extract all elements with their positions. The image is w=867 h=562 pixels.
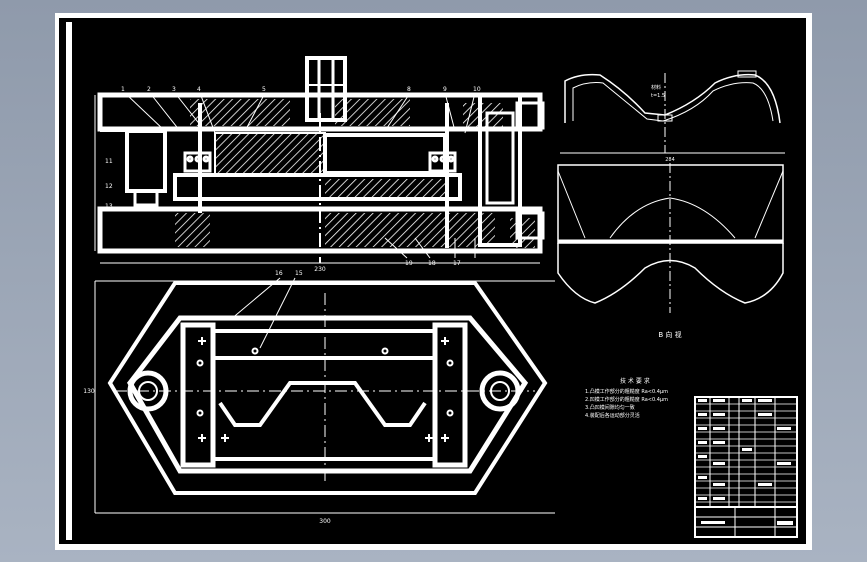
section-width-dimension: 230 — [314, 266, 326, 273]
tech-requirements: 技 术 要 求 1.凸模工作部分的粗糙度 Ra<0.4μm 2.凹模工作部分的粗… — [585, 377, 668, 419]
svg-text:1: 1 — [121, 86, 125, 93]
plan-view — [94, 277, 555, 514]
plan-height-dimension: 130 — [83, 388, 95, 395]
tech-title: 技 术 要 求 — [620, 377, 650, 385]
svg-text:材料: 材料 — [651, 84, 661, 91]
svg-text:10: 10 — [473, 86, 481, 93]
svg-text:12: 12 — [105, 183, 113, 190]
part-notes: 材料 t=1.5 — [651, 84, 665, 99]
b-view-label: B 向 视 — [658, 330, 681, 339]
svg-text:9: 9 — [443, 86, 447, 93]
section-view — [94, 56, 545, 264]
tech-line-4: 4.装配后各运动部分灵活 — [585, 412, 640, 419]
svg-text:11: 11 — [105, 158, 113, 165]
tech-line-3: 3.凸凹模间隙均匀一致 — [585, 404, 635, 411]
part-width-dimension: 284 — [665, 157, 675, 163]
svg-text:16: 16 — [275, 270, 283, 277]
svg-text:19: 19 — [405, 260, 413, 267]
svg-text:18: 18 — [428, 260, 436, 267]
svg-text:5: 5 — [262, 86, 266, 93]
svg-text:8: 8 — [407, 86, 411, 93]
svg-text:15: 15 — [295, 270, 303, 277]
binding-margin-bar — [66, 22, 72, 540]
part-sketch — [560, 70, 785, 154]
svg-text:3: 3 — [172, 86, 176, 93]
svg-text:2: 2 — [147, 86, 151, 93]
svg-text:13: 13 — [105, 203, 113, 210]
plan-width-dimension: 300 — [319, 518, 331, 525]
tech-line-1: 1.凸模工作部分的粗糙度 Ra<0.4μm — [585, 388, 668, 395]
b-view — [557, 163, 784, 313]
svg-text:4: 4 — [197, 86, 201, 93]
svg-text:t=1.5: t=1.5 — [651, 93, 665, 99]
parts-list — [694, 396, 798, 538]
svg-text:17: 17 — [453, 260, 461, 267]
tech-line-2: 2.凹模工作部分的粗糙度 Ra<0.4μm — [585, 396, 668, 403]
